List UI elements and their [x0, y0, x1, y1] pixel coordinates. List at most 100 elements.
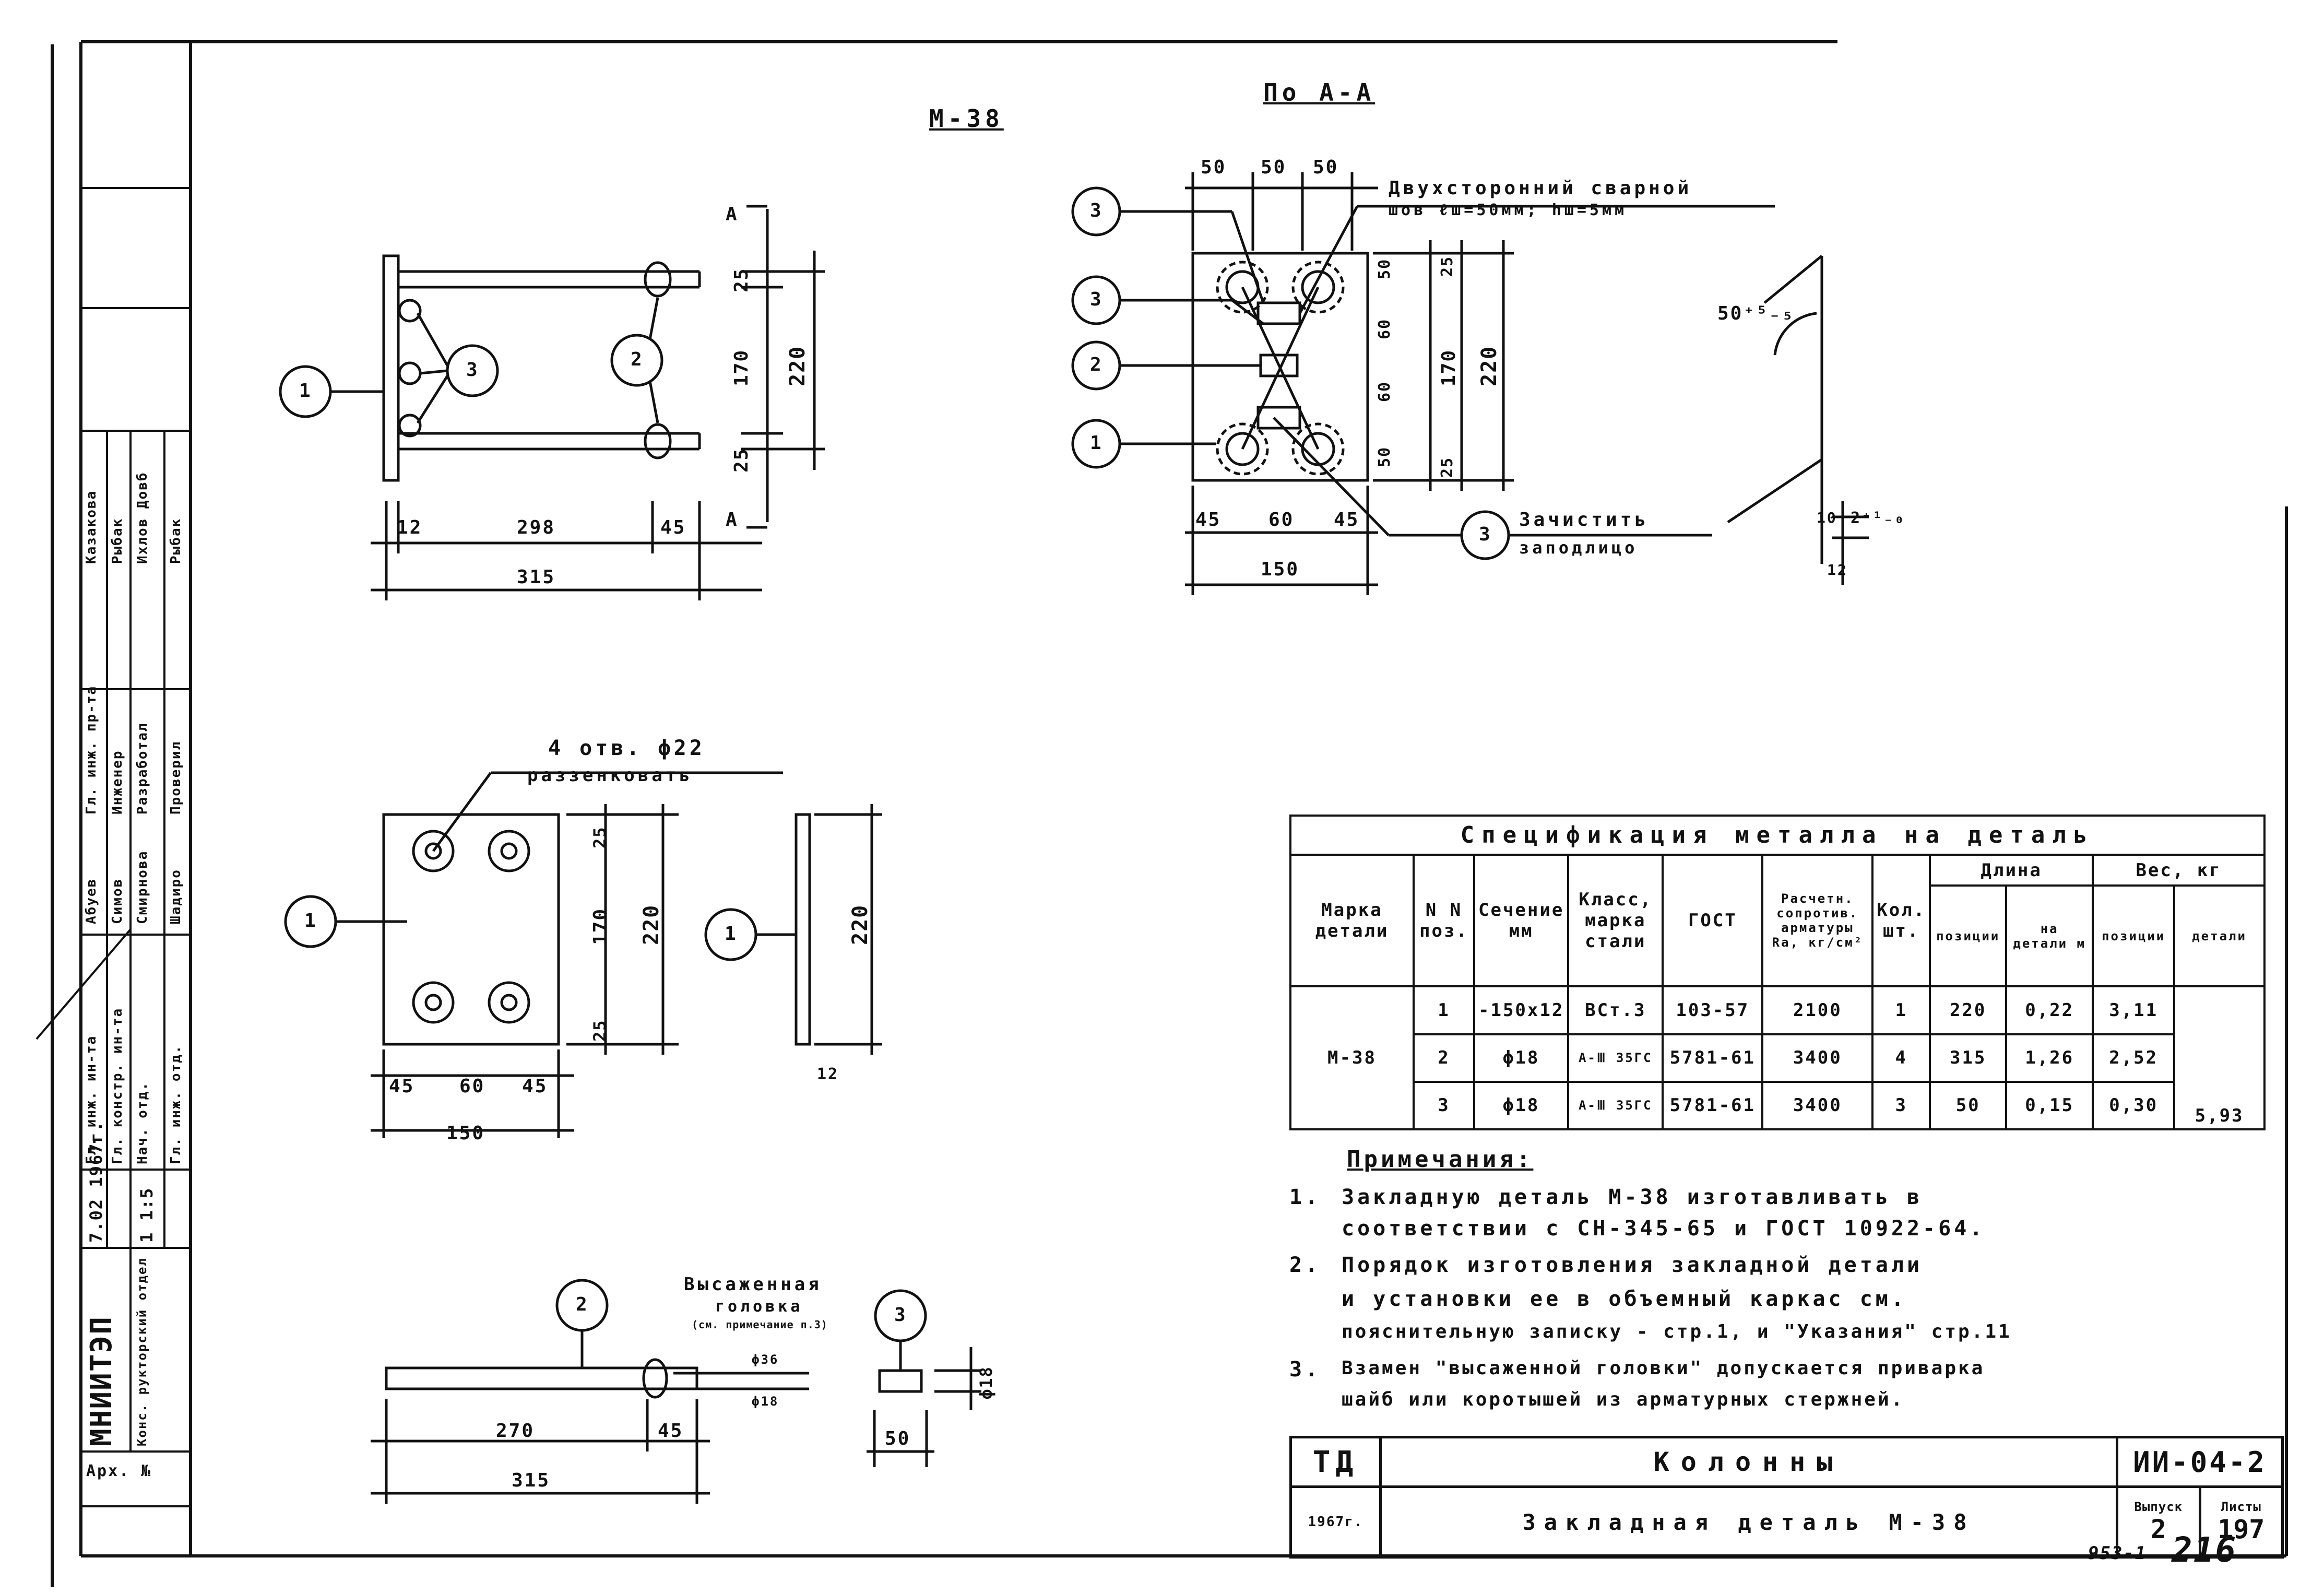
spec-cell: ϕ18: [1473, 1080, 1570, 1131]
plate-dim-170: 170: [590, 907, 611, 945]
dim-298: 298: [517, 517, 556, 538]
spec-row-2: 2 ϕ18 А-Ⅲ 35ГС 5781-61 3400 4 315 1,26 2…: [1290, 1033, 2264, 1083]
dim-45: 45: [660, 517, 686, 538]
tb-name-2: Закладная деталь М-38: [1379, 1485, 2118, 1559]
note-2-num: 2.: [1289, 1253, 1321, 1277]
spec-cell: 4: [1871, 1033, 1931, 1083]
bar-dim-315: 315: [512, 1470, 551, 1491]
sec-dim-170: 170: [1438, 349, 1460, 386]
sec-dim-50b: 50: [1261, 157, 1287, 178]
front-view-title: М-38: [929, 104, 1004, 133]
tb-code: ИИ-04-2: [2116, 1436, 2284, 1488]
spec-cell: 0,15: [2005, 1080, 2094, 1131]
spec-cell: 50: [1929, 1080, 2008, 1131]
head-note-3: (см. примечание п.3): [692, 1318, 828, 1331]
spec-cell: ВСт.3: [1567, 985, 1664, 1035]
dim-12: 12: [397, 517, 423, 538]
spec-cell: 1: [1871, 985, 1931, 1035]
plate-dim-60: 60: [459, 1076, 485, 1097]
spec-h-len-pos: позиции: [1929, 884, 2008, 988]
side-dim-220: 220: [848, 904, 872, 945]
callout-2a: 2: [631, 349, 644, 370]
spec-h-rs: Расчетн. сопротив. арматуры Rа, кг/см²: [1761, 854, 1874, 988]
tolerance: 2⁺¹₋₀: [1851, 509, 1906, 527]
spec-h-pos: N N поз.: [1413, 854, 1475, 988]
bar3-dim-phi18: ϕ18: [976, 1366, 996, 1399]
spec-h-weight: Вес, кг: [2092, 854, 2266, 887]
sec-dim-50-r2: 50: [1376, 446, 1394, 467]
dim-315: 315: [517, 567, 556, 588]
spec-mark: М-38: [1289, 985, 1415, 1130]
spec-h-length: Длина: [1929, 854, 2094, 887]
spec-cell: 0,30: [2092, 1080, 2176, 1131]
spec-cell: 220: [1929, 985, 2008, 1035]
bar3-dim-50: 50: [885, 1428, 911, 1449]
weld-note-2: шов ℓш=50мм; hш=5мм: [1389, 201, 1628, 219]
spec-cell: 103-57: [1662, 985, 1764, 1035]
spec-cell: 3,11: [2092, 985, 2176, 1035]
spec-h-qty: Кол. шт.: [1871, 854, 1931, 988]
section-marker-top: А: [726, 204, 739, 225]
side-dim-12: 12: [817, 1065, 839, 1083]
spec-cell: 1: [1413, 985, 1475, 1035]
sec-dim-220: 220: [1477, 345, 1501, 386]
spec-cell: 3400: [1761, 1033, 1874, 1083]
notes-title: Примечания:: [1347, 1146, 1534, 1173]
dim-12-sec: 12: [1827, 561, 1848, 579]
spec-h-len-det: на детали м: [2005, 884, 2094, 988]
tb-issue: Выпуск 2: [2116, 1485, 2201, 1559]
sec-dim-25a: 25: [1438, 255, 1456, 277]
sec-callout-1: 1: [1090, 432, 1103, 454]
bar-dim-45: 45: [658, 1420, 684, 1442]
spec-cell: 2,52: [2092, 1033, 2176, 1083]
dim-10: 10: [1817, 509, 1837, 526]
sec-dim-50c: 50: [1313, 157, 1339, 178]
spec-h-class: Класс, марка стали: [1567, 854, 1664, 988]
sec-dim-50a: 50: [1201, 157, 1227, 178]
weld-angle: 50⁺⁵₋₅: [1717, 303, 1795, 324]
bar-callout-2: 2: [576, 1294, 589, 1315]
tb-sheet-label: Листы: [2221, 1500, 2261, 1514]
head-note-2: головка: [715, 1297, 803, 1316]
tb-hand-1: 953-1: [2088, 1543, 2147, 1564]
spec-title: Спецификация металла на деталь: [1289, 814, 2266, 856]
spec-cell: А-Ⅲ 35ГС: [1567, 1080, 1664, 1131]
spec-h-mark: Марка детали: [1289, 854, 1415, 988]
side-callout-1: 1: [725, 923, 738, 945]
spec-cell: -150x12: [1473, 985, 1570, 1035]
spec-total-weight: 5,93: [2173, 985, 2266, 1130]
holes-note-1: 4 отв. ϕ22: [548, 736, 705, 760]
tb-issue-label: Выпуск: [2134, 1500, 2183, 1514]
spec-cell: 3400: [1761, 1080, 1874, 1131]
bar-dim-phi36: ϕ36: [752, 1352, 779, 1367]
clean-note-1: Зачистить: [1519, 509, 1650, 530]
stamp-arch: Арх. №: [86, 1462, 152, 1480]
spec-cell: 2: [1413, 1033, 1475, 1083]
note-2-line-2: и установки ее в объемный каркас см.: [1342, 1287, 1907, 1311]
tb-sheet-value: 197: [2218, 1514, 2265, 1544]
plate-dim-45a: 45: [389, 1076, 415, 1097]
plate-dim-45b: 45: [522, 1076, 548, 1097]
spec-h-section: Сечение мм: [1473, 854, 1570, 988]
spec-row-1: М-38 1 -150x12 ВСт.3 103-57 2100 1 220 0…: [1289, 985, 2266, 1130]
tb-hand-2: 216: [2172, 1530, 2237, 1570]
weld-note-1: Двухсторонний сварной: [1389, 178, 1692, 199]
sec-dim-25b: 25: [1438, 456, 1456, 478]
tb-year: 1967г.: [1289, 1485, 1382, 1559]
callout-1a: 1: [299, 380, 312, 402]
note-1-line-1: Закладную деталь М-38 изготавливать в: [1342, 1185, 1923, 1209]
spec-row-3: 3 ϕ18 А-Ⅲ 35ГС 5781-61 3400 3 50 0,15 0,…: [1290, 1080, 2264, 1131]
note-1-num: 1.: [1289, 1185, 1321, 1209]
clean-note-2: заподлицо: [1519, 538, 1638, 558]
sec-callout-2: 2: [1090, 354, 1103, 375]
tb-td: ТД: [1289, 1436, 1382, 1488]
sec-callout-3-bot: 3: [1479, 524, 1492, 545]
section-view-title: По А-А: [1263, 78, 1376, 107]
spec-h-gost: ГОСТ: [1662, 854, 1764, 988]
note-3-num: 3.: [1289, 1358, 1321, 1382]
dim-170: 170: [731, 349, 752, 386]
tb-sheet: Листы 197: [2198, 1485, 2284, 1559]
spec-cell: ϕ18: [1473, 1033, 1570, 1083]
